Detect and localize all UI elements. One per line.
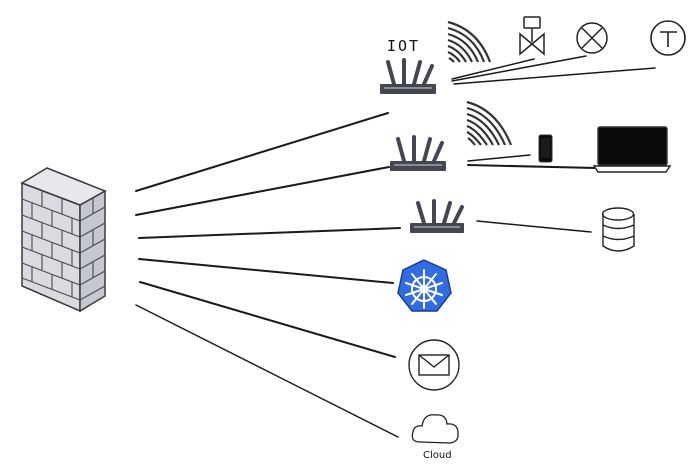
- wireless-signal-icon: [466, 100, 513, 146]
- edge-router-wifi-phone: [467, 154, 531, 162]
- cloud-icon: [411, 414, 459, 444]
- cloud-label: Cloud: [423, 450, 452, 461]
- brick-wall-icon: [20, 167, 107, 313]
- router-icon: [410, 199, 464, 233]
- edge-firewall-cloud: [135, 304, 399, 438]
- smartphone-icon: [538, 134, 553, 163]
- temperature-sensor-icon: [650, 20, 686, 56]
- edges: [135, 55, 656, 438]
- edge-firewall-router-db: [138, 227, 401, 239]
- kubernetes-helm-icon: [397, 259, 452, 312]
- edge-firewall-email: [139, 281, 396, 358]
- edge-router-iot-valve: [451, 58, 535, 80]
- iot-label: IOT: [387, 37, 420, 55]
- database-icon: [601, 207, 635, 252]
- edge-firewall-router-iot: [135, 112, 389, 192]
- valve-actuator-icon: [519, 16, 545, 56]
- edge-firewall-router-wifi: [135, 166, 390, 216]
- router-icon: [390, 135, 446, 171]
- edge-firewall-kubernetes: [138, 258, 394, 284]
- lamp-x-circle-icon: [576, 22, 608, 54]
- edge-router-iot-lamp: [451, 55, 587, 82]
- edge-router-db-database: [476, 220, 592, 233]
- wireless-signal-icon: [447, 20, 492, 63]
- edge-router-iot-thermometer: [453, 67, 656, 85]
- router-icon: [380, 58, 436, 94]
- laptop-icon: [592, 126, 672, 173]
- envelope-circle-icon: [408, 339, 460, 391]
- edge-router-wifi-laptop: [467, 164, 597, 169]
